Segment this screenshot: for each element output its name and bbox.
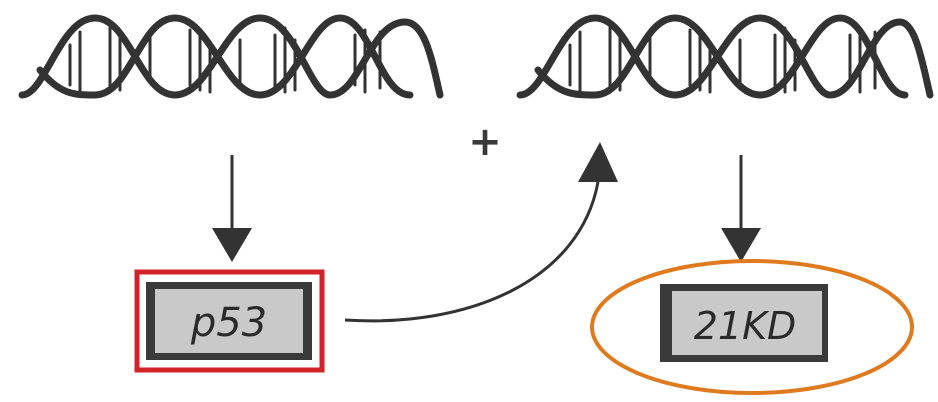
21kd-protein-label: 21KD — [590, 259, 914, 395]
highlight-ellipse — [590, 259, 914, 395]
down-arrow-right — [721, 155, 761, 262]
p53-text: p53 — [190, 300, 267, 346]
p53-protein-label: p53 — [134, 269, 325, 373]
21kd-text: 21KD — [694, 304, 797, 348]
curved-arrow — [344, 142, 618, 323]
dna-helix-icon-left — [18, 14, 444, 99]
dna-helix-icon-right — [516, 14, 934, 99]
plus-operator: + — [468, 119, 502, 165]
down-arrow-left — [212, 155, 252, 262]
highlight-box — [134, 269, 325, 373]
